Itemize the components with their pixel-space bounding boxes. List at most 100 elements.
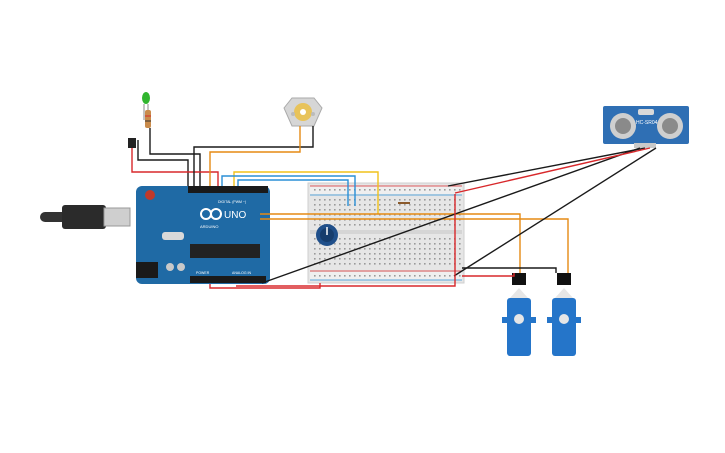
breadboard-hole[interactable] — [409, 243, 411, 245]
breadboard-hole[interactable] — [389, 209, 391, 211]
breadboard-hole[interactable] — [389, 248, 391, 250]
breadboard-hole[interactable] — [459, 258, 461, 260]
breadboard-hole[interactable] — [409, 275, 411, 277]
breadboard-hole[interactable] — [344, 243, 346, 245]
breadboard-hole[interactable] — [314, 214, 316, 216]
breadboard-hole[interactable] — [339, 263, 341, 265]
breadboard-hole[interactable] — [339, 199, 341, 201]
breadboard-hole[interactable] — [349, 189, 351, 191]
breadboard-hole[interactable] — [364, 253, 366, 255]
breadboard-hole[interactable] — [404, 219, 406, 221]
breadboard-hole[interactable] — [389, 258, 391, 260]
breadboard-hole[interactable] — [444, 204, 446, 206]
breadboard-hole[interactable] — [349, 258, 351, 260]
breadboard-hole[interactable] — [379, 189, 381, 191]
breadboard-hole[interactable] — [409, 209, 411, 211]
breadboard-hole[interactable] — [329, 214, 331, 216]
breadboard-hole[interactable] — [364, 243, 366, 245]
breadboard-hole[interactable] — [324, 209, 326, 211]
breadboard-hole[interactable] — [459, 214, 461, 216]
breadboard-hole[interactable] — [404, 204, 406, 206]
breadboard-hole[interactable] — [354, 224, 356, 226]
breadboard-hole[interactable] — [359, 224, 361, 226]
breadboard-hole[interactable] — [399, 263, 401, 265]
breadboard-hole[interactable] — [459, 219, 461, 221]
breadboard-hole[interactable] — [409, 204, 411, 206]
breadboard-hole[interactable] — [369, 219, 371, 221]
breadboard-hole[interactable] — [419, 238, 421, 240]
breadboard-hole[interactable] — [399, 224, 401, 226]
breadboard-hole[interactable] — [394, 214, 396, 216]
breadboard-hole[interactable] — [399, 204, 401, 206]
breadboard-hole[interactable] — [334, 243, 336, 245]
breadboard-hole[interactable] — [349, 253, 351, 255]
breadboard-hole[interactable] — [384, 204, 386, 206]
breadboard-hole[interactable] — [339, 204, 341, 206]
breadboard-hole[interactable] — [459, 224, 461, 226]
breadboard-hole[interactable] — [419, 275, 421, 277]
breadboard-hole[interactable] — [444, 238, 446, 240]
breadboard-hole[interactable] — [404, 253, 406, 255]
breadboard-hole[interactable] — [404, 238, 406, 240]
breadboard-hole[interactable] — [329, 263, 331, 265]
breadboard-hole[interactable] — [324, 258, 326, 260]
breadboard-hole[interactable] — [434, 219, 436, 221]
breadboard-hole[interactable] — [364, 204, 366, 206]
breadboard-hole[interactable] — [444, 209, 446, 211]
breadboard-hole[interactable] — [439, 204, 441, 206]
breadboard-hole[interactable] — [384, 189, 386, 191]
arduino-uno-board[interactable]: UNO ARDUINO DIGITAL (PWM ~) ANALOG IN PO… — [136, 186, 270, 284]
breadboard-hole[interactable] — [419, 209, 421, 211]
breadboard-hole[interactable] — [359, 243, 361, 245]
breadboard-hole[interactable] — [399, 258, 401, 260]
breadboard-hole[interactable] — [394, 209, 396, 211]
breadboard-hole[interactable] — [459, 263, 461, 265]
breadboard-hole[interactable] — [334, 209, 336, 211]
breadboard-hole[interactable] — [459, 204, 461, 206]
reset-button[interactable] — [145, 190, 155, 200]
breadboard-hole[interactable] — [374, 238, 376, 240]
breadboard-hole[interactable] — [319, 258, 321, 260]
breadboard-hole[interactable] — [384, 224, 386, 226]
breadboard-hole[interactable] — [424, 204, 426, 206]
breadboard-hole[interactable] — [319, 189, 321, 191]
breadboard-hole[interactable] — [439, 199, 441, 201]
breadboard-hole[interactable] — [459, 209, 461, 211]
breadboard-hole[interactable] — [319, 209, 321, 211]
breadboard-hole[interactable] — [424, 238, 426, 240]
breadboard-hole[interactable] — [404, 199, 406, 201]
breadboard-hole[interactable] — [354, 214, 356, 216]
breadboard-hole[interactable] — [374, 199, 376, 201]
breadboard-hole[interactable] — [359, 189, 361, 191]
breadboard-hole[interactable] — [374, 263, 376, 265]
breadboard-hole[interactable] — [334, 214, 336, 216]
breadboard-hole[interactable] — [334, 189, 336, 191]
breadboard-hole[interactable] — [414, 189, 416, 191]
breadboard-hole[interactable] — [319, 214, 321, 216]
breadboard-hole[interactable] — [359, 275, 361, 277]
breadboard-hole[interactable] — [444, 258, 446, 260]
breadboard-hole[interactable] — [439, 253, 441, 255]
breadboard-hole[interactable] — [354, 243, 356, 245]
breadboard-hole[interactable] — [349, 224, 351, 226]
breadboard-hole[interactable] — [344, 238, 346, 240]
breadboard-hole[interactable] — [414, 253, 416, 255]
breadboard-hole[interactable] — [359, 253, 361, 255]
breadboard-hole[interactable] — [449, 238, 451, 240]
breadboard-hole[interactable] — [409, 253, 411, 255]
breadboard-hole[interactable] — [399, 199, 401, 201]
breadboard-hole[interactable] — [344, 219, 346, 221]
breadboard-hole[interactable] — [319, 204, 321, 206]
breadboard-hole[interactable] — [449, 243, 451, 245]
breadboard[interactable] — [307, 182, 465, 284]
breadboard-hole[interactable] — [379, 224, 381, 226]
breadboard-hole[interactable] — [369, 224, 371, 226]
breadboard-hole[interactable] — [389, 275, 391, 277]
breadboard-hole[interactable] — [394, 219, 396, 221]
breadboard-hole[interactable] — [329, 219, 331, 221]
breadboard-hole[interactable] — [344, 263, 346, 265]
breadboard-hole[interactable] — [424, 248, 426, 250]
breadboard-hole[interactable] — [459, 199, 461, 201]
breadboard-hole[interactable] — [384, 263, 386, 265]
breadboard-hole[interactable] — [389, 214, 391, 216]
